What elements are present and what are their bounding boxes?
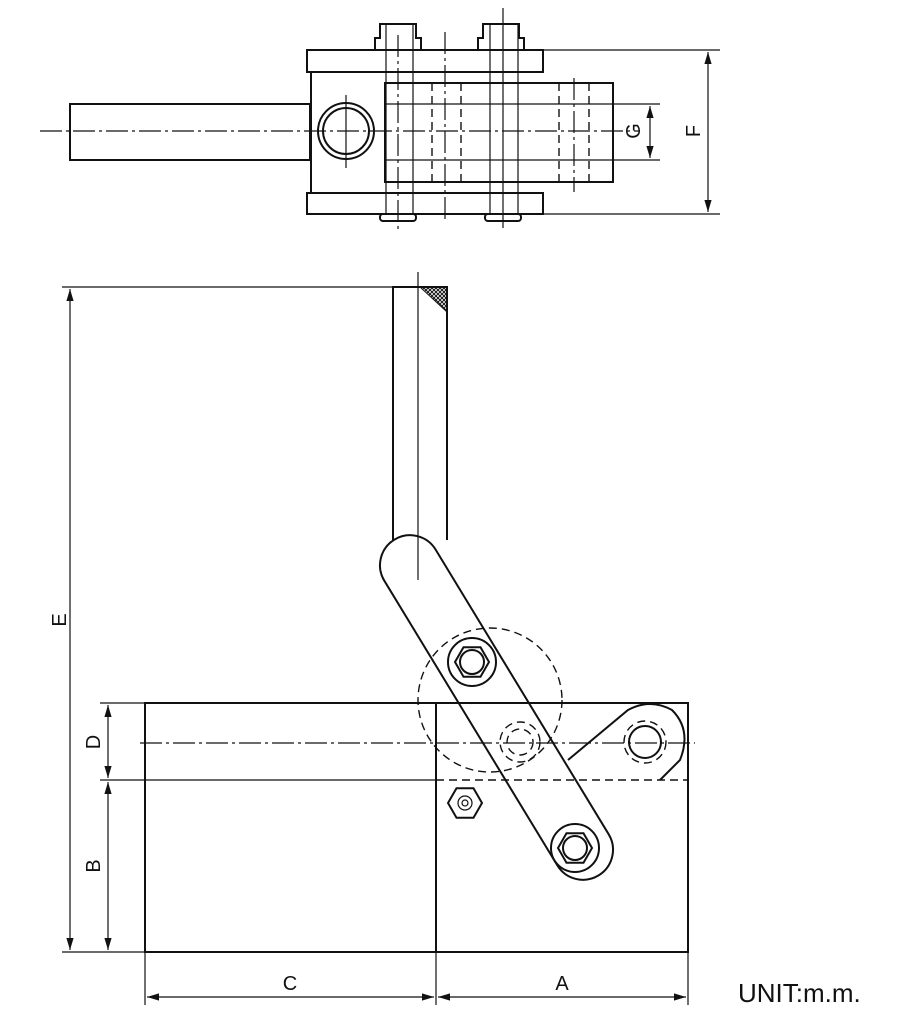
dim-F: F: [683, 125, 705, 137]
knurl: [418, 286, 448, 314]
top-plate: [306, 49, 544, 73]
bolt-lower: [550, 823, 600, 873]
base-block: [144, 702, 689, 953]
dim-D: D: [83, 735, 105, 749]
unit-label: UNIT:m.m.: [738, 978, 861, 1008]
adjust-nut: [446, 787, 484, 819]
dim-G: G: [623, 123, 645, 139]
dim-E: E: [49, 613, 71, 626]
clamp-lever: [379, 534, 614, 881]
bottom-plate: [306, 192, 544, 215]
link-arm: [567, 703, 686, 781]
dim-B: B: [83, 859, 105, 872]
dim-C: C: [283, 973, 297, 995]
clamp-block: [384, 82, 614, 183]
handle-grip: [392, 286, 448, 540]
handle-rod: [69, 103, 311, 161]
bolt-upper: [447, 637, 497, 687]
bolt-head-1: [374, 23, 422, 50]
dim-A: A: [555, 973, 569, 995]
bolt-head-2: [477, 23, 525, 50]
top-view: G F: [40, 8, 720, 232]
side-view: E D B C A: [49, 272, 695, 1005]
